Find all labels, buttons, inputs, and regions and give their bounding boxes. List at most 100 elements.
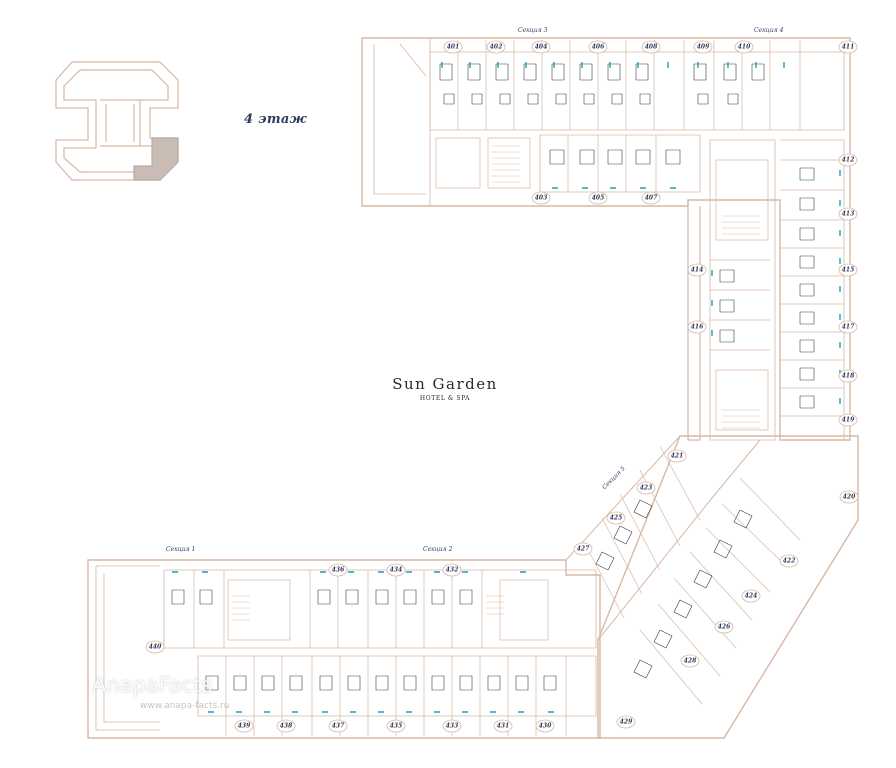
room-number-410: 410 [734, 40, 754, 54]
room-number-label: 401 [447, 44, 460, 51]
room-badge [687, 320, 707, 334]
room-number-403: 403 [531, 191, 551, 205]
room-number-419: 419 [838, 413, 858, 427]
room-number-label: 428 [684, 658, 697, 665]
room-badge [442, 719, 462, 733]
room-badge [535, 719, 555, 733]
room-badge [328, 563, 348, 577]
room-number-434: 434 [386, 563, 406, 577]
room-number-420: 420 [839, 490, 859, 504]
room-number-429: 429 [616, 715, 636, 729]
room-number-label: 407 [645, 195, 658, 202]
room-number-438: 438 [276, 719, 296, 733]
room-badge [493, 719, 513, 733]
room-number-label: 409 [697, 44, 710, 51]
room-badge [838, 207, 858, 221]
room-number-418: 418 [838, 369, 858, 383]
room-number-label: 438 [280, 723, 293, 730]
room-number-423: 423 [636, 481, 656, 495]
room-badge [838, 413, 858, 427]
room-number-label: 416 [691, 324, 704, 331]
right-wing-rooms [710, 159, 844, 431]
room-number-421: 421 [667, 449, 687, 463]
room-number-label: 405 [592, 195, 605, 202]
room-badge [641, 191, 661, 205]
room-number-414: 414 [687, 263, 707, 277]
room-badge [741, 589, 761, 603]
room-number-439: 439 [234, 719, 254, 733]
room-badge [838, 263, 858, 277]
room-badge [531, 191, 551, 205]
room-number-label: 431 [497, 723, 510, 730]
room-badge [839, 490, 859, 504]
room-badge [693, 40, 713, 54]
room-number-label: 435 [390, 723, 403, 730]
room-number-427: 427 [573, 542, 593, 556]
room-badge [328, 719, 348, 733]
room-number-label: 404 [535, 44, 548, 51]
room-badge [687, 263, 707, 277]
room-number-407: 407 [641, 191, 661, 205]
logo-subtitle: HOTEL & SPA [419, 395, 471, 402]
stairwells [232, 145, 760, 621]
floor-title: 4 этаж [244, 112, 307, 127]
room-number-424: 424 [741, 589, 761, 603]
room-badge [779, 554, 799, 568]
room-number-435: 435 [386, 719, 406, 733]
room-number-432: 432 [442, 563, 462, 577]
room-badge [838, 40, 858, 54]
room-badge [680, 654, 700, 668]
room-number-405: 405 [588, 191, 608, 205]
room-number-label: 433 [446, 723, 459, 730]
room-badge [838, 153, 858, 167]
bottom-wing-rooms [193, 570, 567, 736]
diagonal-wing-rooms [583, 445, 801, 705]
room-badge [606, 511, 626, 525]
room-number-label: 419 [842, 417, 855, 424]
section-label-5: Секция 4 [754, 27, 784, 34]
room-number-label: 426 [718, 624, 731, 631]
room-number-408: 408 [641, 40, 661, 54]
section-label-2: Секция 2 [423, 546, 453, 553]
room-number-label: 436 [332, 567, 345, 574]
room-number-425: 425 [606, 511, 626, 525]
room-badge [234, 719, 254, 733]
room-number-413: 413 [838, 207, 858, 221]
watermark: AnapaFacts [92, 673, 213, 697]
room-number-label: 417 [842, 324, 855, 331]
room-number-406: 406 [588, 40, 608, 54]
room-number-label: 411 [842, 44, 855, 51]
room-number-label: 406 [592, 44, 605, 51]
room-badge [442, 563, 462, 577]
room-number-426: 426 [714, 620, 734, 634]
room-number-label: 423 [640, 485, 653, 492]
room-number-428: 428 [680, 654, 700, 668]
room-number-label: 412 [842, 157, 855, 164]
room-number-label: 414 [691, 267, 704, 274]
room-number-label: 415 [842, 267, 855, 274]
window-glazing [172, 62, 841, 713]
room-number-401: 401 [443, 40, 463, 54]
room-number-422: 422 [779, 554, 799, 568]
room-number-label: 420 [843, 494, 856, 501]
room-badge [588, 40, 608, 54]
room-number-label: 437 [332, 723, 345, 730]
room-number-430: 430 [535, 719, 555, 733]
room-badge [531, 40, 551, 54]
room-badge [838, 320, 858, 334]
section-label-4: Секция 3 [518, 27, 548, 34]
room-number-label: 427 [577, 546, 590, 553]
room-badge [616, 715, 636, 729]
room-badge [145, 640, 165, 654]
room-number-label: 410 [738, 44, 751, 51]
room-number-415: 415 [838, 263, 858, 277]
room-badge [386, 563, 406, 577]
room-number-label: 413 [842, 211, 855, 218]
room-number-label: 418 [842, 373, 855, 380]
room-badge [838, 369, 858, 383]
room-number-label: 403 [535, 195, 548, 202]
room-number-416: 416 [687, 320, 707, 334]
room-number-411: 411 [838, 40, 858, 54]
furniture [171, 63, 815, 691]
